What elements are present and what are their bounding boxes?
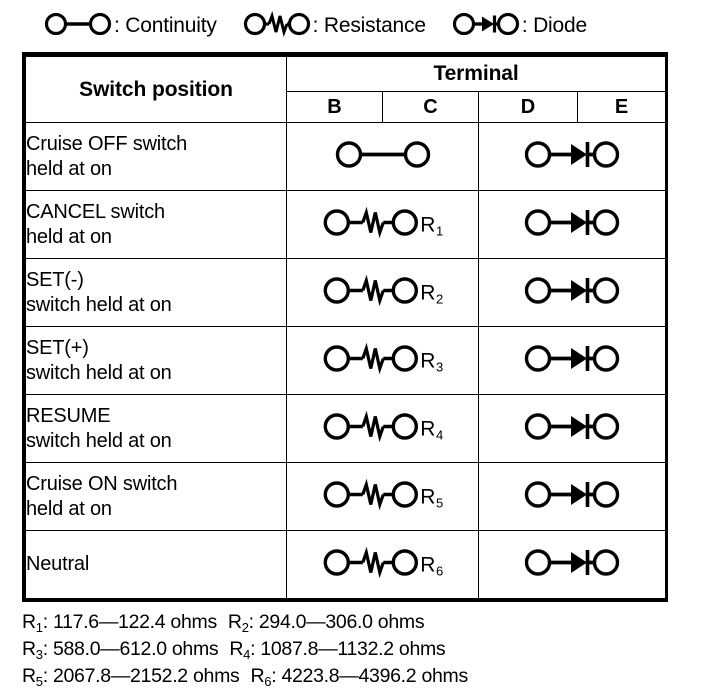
terminal-bc-cell: [286, 122, 479, 191]
footnote-line: R5: 2067.8—2152.2 ohms R6: 4223.8—4396.2 …: [22, 663, 704, 690]
switch-position-line2: switch held at on: [26, 429, 172, 452]
switch-position-line1: SET(+): [26, 336, 89, 359]
switch-position-line1: SET(-): [26, 268, 84, 291]
resistance-range: R6: 4223.8—4396.2 ohms: [250, 664, 468, 689]
terminal-bc-cell: R4: [286, 394, 479, 463]
terminal-bc-cell: R6: [286, 530, 479, 599]
header-switch-position: Switch position: [25, 56, 287, 123]
terminal-de-cell: [477, 122, 667, 191]
terminal-de-cell: [477, 326, 667, 395]
terminal-bc-cell: R1: [286, 190, 479, 259]
switch-position-line2: switch held at on: [26, 361, 172, 384]
switch-continuity-table: Switch position Terminal B C D E Cruise …: [22, 52, 668, 602]
terminal-de-cell: [477, 530, 667, 599]
resistance-symbol-icon: [322, 338, 418, 383]
footnote-line: R3: 588.0—612.0 ohms R4: 1087.8—1132.2 oh…: [22, 636, 704, 663]
resistance-symbol-icon: [243, 10, 311, 43]
legend-item-diode: : Diode: [452, 10, 587, 43]
legend-label-diode: : Diode: [521, 14, 587, 37]
continuity-symbol-icon: [44, 10, 112, 43]
legend-label-resistance: : Resistance: [312, 14, 426, 37]
resistance-label: R2: [420, 281, 444, 306]
terminal-de-cell: [477, 462, 667, 531]
diode-symbol-icon: [524, 406, 620, 451]
table-row: SET(-)switch held at on R2: [25, 258, 667, 327]
table-row: Neutral R6: [25, 530, 667, 599]
diode-symbol-icon: [452, 10, 520, 43]
diode-symbol-icon: [524, 134, 620, 179]
header-terminal: Terminal: [285, 56, 667, 92]
diode-symbol-icon: [524, 202, 620, 247]
switch-position-line1: Neutral: [26, 553, 90, 575]
resistance-label: R6: [420, 553, 444, 578]
switch-position-line1: Cruise OFF switch: [26, 132, 188, 155]
header-terminal-e: E: [576, 91, 667, 123]
terminal-de-cell: [477, 258, 667, 327]
resistance-range: R3: 588.0—612.0 ohms: [22, 637, 219, 662]
switch-position-label: SET(+)switch held at on: [25, 326, 287, 395]
continuity-symbol-icon: [335, 134, 431, 179]
switch-position-label: SET(-)switch held at on: [25, 258, 287, 327]
resistance-label: R3: [420, 349, 444, 374]
legend-item-resistance: : Resistance: [243, 10, 426, 43]
resistance-label: R1: [420, 213, 444, 238]
diode-symbol-icon: [524, 338, 620, 383]
diode-symbol-icon: [524, 270, 620, 315]
diode-symbol-icon: [524, 474, 620, 519]
resistance-symbol-icon: [322, 474, 418, 519]
terminal-bc-cell: R2: [286, 258, 479, 327]
terminal-de-cell: [477, 394, 667, 463]
terminal-de-cell: [477, 190, 667, 259]
diode-symbol-icon: [524, 542, 620, 587]
resistance-range: R1: 117.6—122.4 ohms: [22, 611, 217, 635]
resistance-label: R4: [420, 417, 444, 442]
legend-label-continuity: : Continuity: [114, 14, 217, 37]
legend-item-continuity: : Continuity: [44, 10, 217, 43]
resistance-range: R2: 294.0—306.0 ohms: [227, 611, 425, 635]
switch-position-line1: Cruise ON switch: [26, 472, 178, 495]
resistance-range: R4: 1087.8—1132.2 ohms: [229, 637, 446, 662]
switch-position-line1: CANCEL switch: [26, 200, 165, 223]
resistance-values-footnotes: R1: 117.6—122.4 ohms R2: 294.0—306.0 ohms…: [0, 602, 704, 690]
switch-position-line2: switch held at on: [26, 293, 172, 316]
footnote-line: R1: 117.6—122.4 ohms R2: 294.0—306.0 ohms: [22, 609, 704, 636]
switch-position-line1: RESUME: [26, 404, 111, 427]
resistance-range: R5: 2067.8—2152.2 ohms: [22, 664, 240, 689]
terminal-bc-cell: R3: [286, 326, 479, 395]
header-terminal-b: B: [286, 91, 383, 123]
resistance-symbol-icon: [322, 542, 418, 587]
table-head: Switch position Terminal B C D E: [25, 56, 667, 123]
switch-position-line2: held at on: [26, 497, 112, 520]
legend: : Continuity : Resistance : Dio: [0, 0, 704, 52]
switch-position-line2: held at on: [26, 225, 112, 248]
header-terminal-d: D: [478, 91, 578, 123]
resistance-symbol-icon: [322, 406, 418, 451]
terminal-bc-cell: R5: [286, 462, 479, 531]
switch-position-label: Neutral: [25, 530, 287, 599]
resistance-label: R5: [420, 485, 444, 510]
switch-position-line2: held at on: [26, 157, 112, 180]
resistance-symbol-icon: [322, 270, 418, 315]
header-terminal-c: C: [382, 91, 479, 123]
resistance-symbol-icon: [322, 202, 418, 247]
table-row: SET(+)switch held at on R3: [25, 326, 667, 395]
